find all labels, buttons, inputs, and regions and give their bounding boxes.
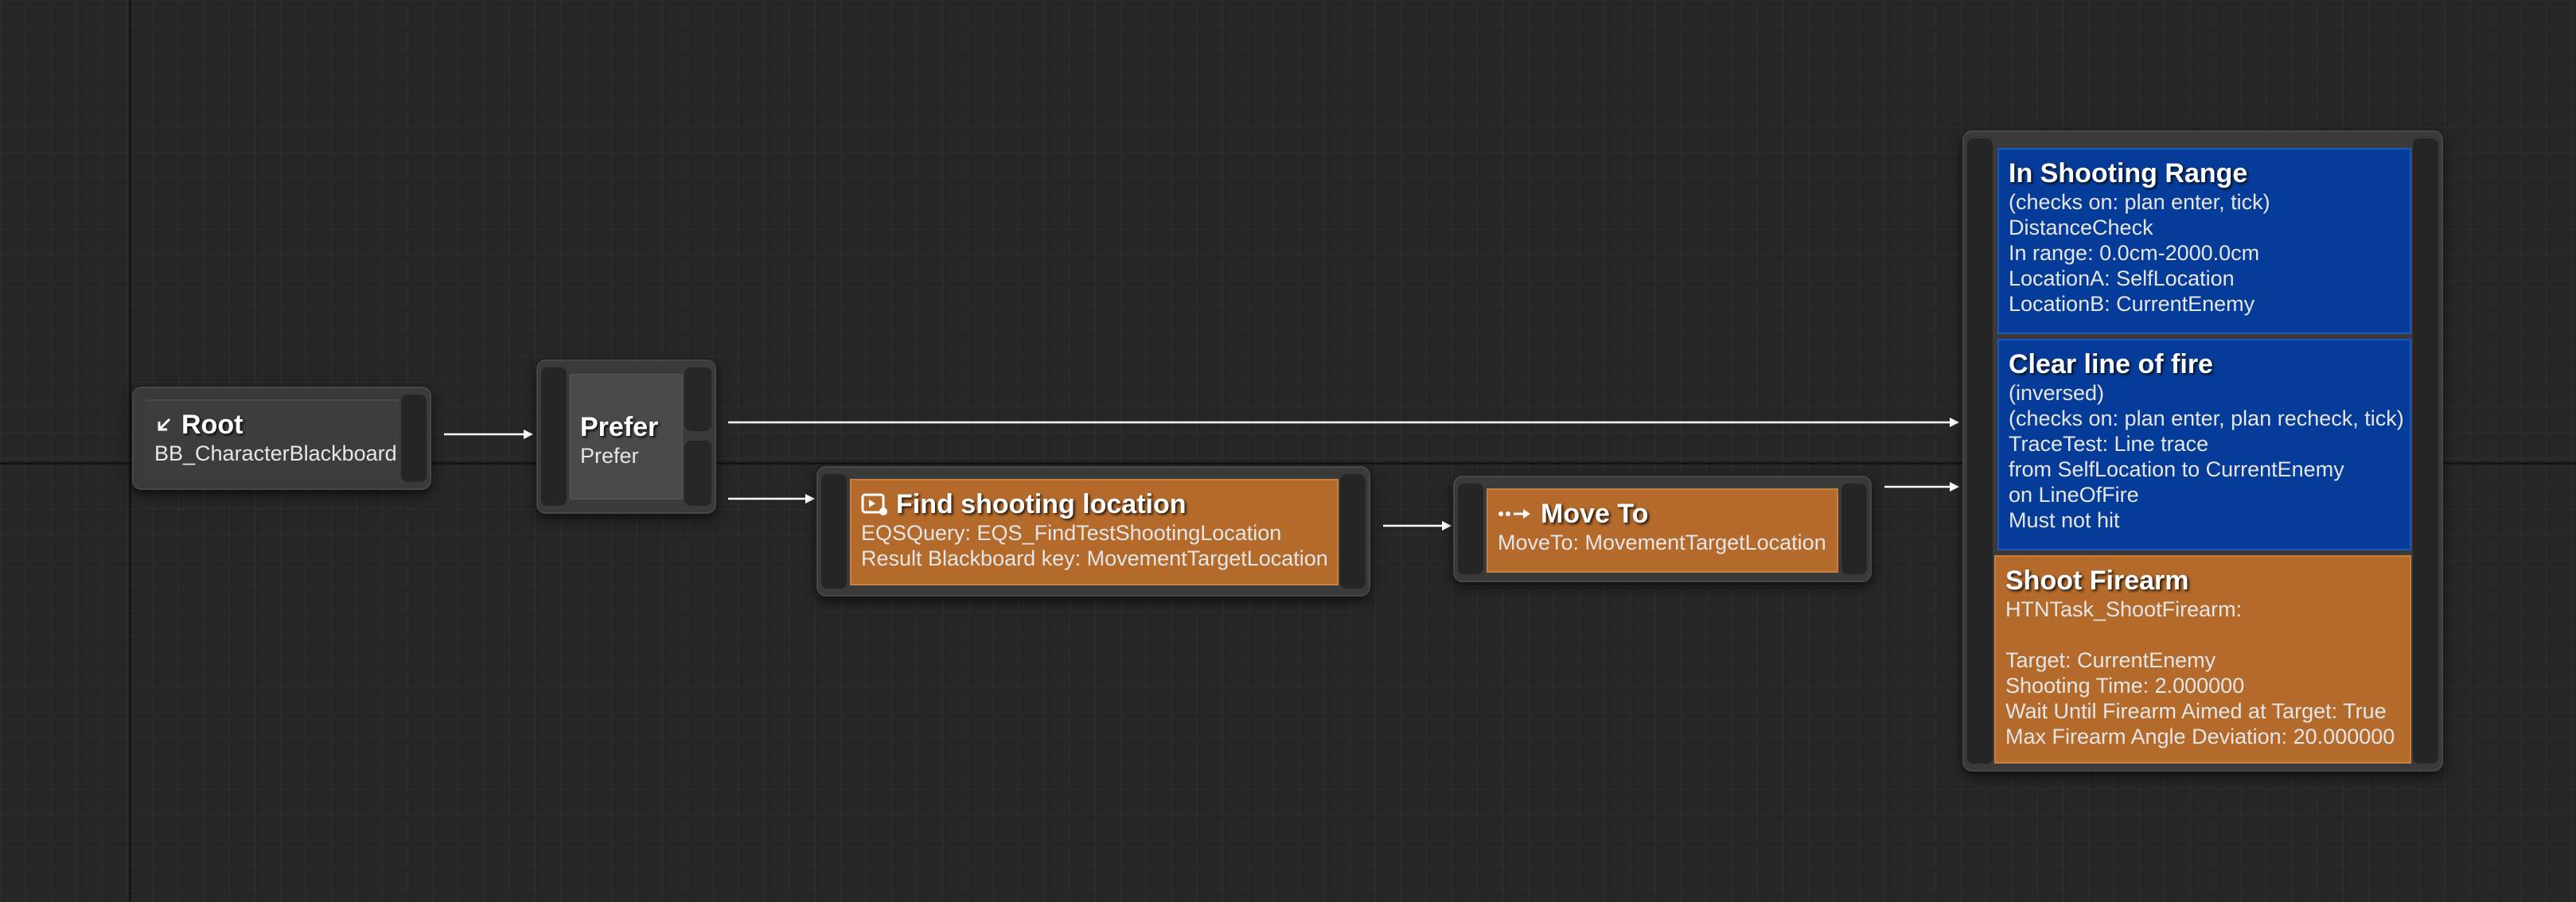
shoot-firearm-line-3: Target: CurrentEnemy: [2005, 648, 2216, 672]
find-shooting-location-node[interactable]: Find shooting location EQSQuery: EQS_Fin…: [816, 466, 1370, 597]
graph-origin-horizontal-line: [0, 462, 2576, 465]
shoot-firearm-line-1: HTNTask_ShootFirearm:: [2005, 597, 2243, 621]
clear-line-of-fire-line-4: from SelfLocation to CurrentEnemy: [2009, 457, 2344, 481]
clear-line-of-fire-line-1: (inversed): [2009, 381, 2105, 405]
move-to-icon: [1498, 506, 1533, 522]
moveto-input-pin[interactable]: [1458, 484, 1483, 574]
in-shooting-range-line-1: (checks on: plan enter, tick): [2009, 190, 2270, 214]
shoot-firearm-task[interactable]: Shoot Firearm HTNTask_ShootFirearm: Targ…: [1994, 555, 2411, 764]
root-title: Root: [154, 409, 390, 441]
root-node[interactable]: Root BB_CharacterBlackboard: [132, 387, 431, 490]
find-panel: Find shooting location EQSQuery: EQS_Fin…: [850, 479, 1339, 585]
clear-line-of-fire-line-2: (checks on: plan enter, plan recheck, ti…: [2009, 406, 2404, 430]
in-shooting-range-line-2: DistanceCheck: [2009, 216, 2153, 239]
shoot-firearm-node[interactable]: In Shooting Range (checks on: plan enter…: [1962, 130, 2443, 772]
clear-line-of-fire-decorator[interactable]: Clear line of fire (inversed) (checks on…: [1997, 339, 2411, 550]
prefer-node[interactable]: Prefer Prefer: [536, 360, 716, 514]
moveto-line-1: MoveTo: MovementTargetLocation: [1498, 531, 1826, 554]
moveto-panel: Move To MoveTo: MovementTargetLocation: [1487, 488, 1838, 573]
root-panel: Root BB_CharacterBlackboard: [145, 399, 399, 479]
moveto-output-pin[interactable]: [1841, 484, 1867, 574]
root-title-text: Root: [181, 410, 244, 440]
final-input-pin[interactable]: [1967, 138, 1993, 764]
shoot-firearm-line-6: Max Firearm Angle Deviation: 20.000000: [2005, 725, 2395, 748]
in-shooting-range-line-3: In range: 0.0cm-2000.0cm: [2009, 241, 2260, 265]
final-output-pin[interactable]: [2413, 138, 2438, 764]
move-to-node[interactable]: Move To MoveTo: MovementTargetLocation: [1453, 476, 1872, 582]
prefer-subtitle: Prefer: [580, 444, 639, 468]
find-line-2: Result Blackboard key: MovementTargetLoc…: [861, 546, 1328, 570]
find-line-1: EQSQuery: EQS_FindTestShootingLocation: [861, 521, 1282, 545]
moveto-title-text: Move To: [1541, 499, 1649, 529]
root-arrow-icon: [154, 415, 173, 434]
find-input-pin[interactable]: [821, 474, 847, 589]
moveto-title: Move To: [1498, 498, 1827, 530]
clear-line-of-fire-line-5: on LineOfFire: [2009, 483, 2139, 507]
clear-line-of-fire-title: Clear line of fire: [2009, 349, 2213, 379]
find-title-text: Find shooting location: [896, 489, 1187, 519]
shoot-firearm-title: Shoot Firearm: [2005, 566, 2189, 596]
find-title: Find shooting location: [861, 488, 1327, 520]
graph-origin-vertical-line: [129, 0, 131, 902]
prefer-input-pin[interactable]: [541, 367, 567, 506]
clear-line-of-fire-line-3: TraceTest: Line trace: [2009, 432, 2209, 456]
prefer-output-pin-1[interactable]: [684, 367, 711, 431]
root-output-pin[interactable]: [401, 395, 427, 482]
in-shooting-range-decorator[interactable]: In Shooting Range (checks on: plan enter…: [1997, 148, 2411, 334]
root-subtitle: BB_CharacterBlackboard: [154, 441, 397, 465]
prefer-panel: Prefer Prefer: [570, 374, 683, 500]
eqs-query-icon: [861, 492, 888, 516]
prefer-output-pin-2[interactable]: [684, 441, 711, 506]
in-shooting-range-line-4: LocationA: SelfLocation: [2009, 266, 2235, 290]
shoot-firearm-line-2: [2005, 622, 2400, 647]
in-shooting-range-title: In Shooting Range: [2009, 158, 2248, 189]
find-output-pin[interactable]: [1340, 474, 1366, 589]
shoot-firearm-line-4: Shooting Time: 2.000000: [2005, 674, 2245, 698]
clear-line-of-fire-line-6: Must not hit: [2009, 508, 2120, 532]
shoot-firearm-line-5: Wait Until Firearm Aimed at Target: True: [2005, 699, 2387, 723]
in-shooting-range-line-5: LocationB: CurrentEnemy: [2009, 292, 2255, 316]
prefer-title: Prefer: [580, 412, 659, 442]
